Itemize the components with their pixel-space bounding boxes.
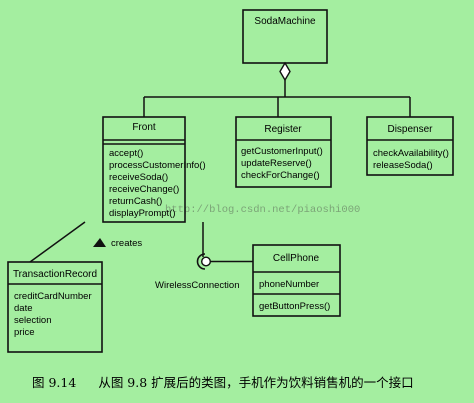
operation: getButtonPress() [259, 301, 330, 312]
attribute: price [14, 327, 35, 338]
class-register: Register getCustomerInput() updateReserv… [235, 116, 332, 188]
attribute: phoneNumber [259, 279, 319, 290]
operation: updateReserve() [241, 158, 312, 169]
figure-number: 图 9.14 [32, 375, 77, 390]
operation: checkAvailability() [373, 148, 449, 159]
wireless-connection-label: WirelessConnection [155, 280, 239, 291]
interface-socket [196, 253, 206, 270]
operation: displayPrompt() [109, 208, 176, 219]
caption-text: 从图 9.8 扩展后的类图，手机作为饮料销售机的一个接口 [98, 375, 414, 390]
creates-direction-arrow [93, 238, 106, 247]
operation: receiveChange() [109, 184, 179, 195]
operation: returnCash() [109, 196, 162, 207]
watermark: http://blog.csdn.net/piaoshi000 [165, 204, 360, 216]
aggregation-diamond [279, 61, 291, 82]
class-name: TransactionRecord [13, 269, 97, 280]
operation: receiveSoda() [109, 172, 168, 183]
attribute: date [14, 303, 33, 314]
class-name: Dispenser [387, 124, 433, 135]
class-transaction-record: TransactionRecord creditCardNumber date … [7, 261, 103, 353]
class-cell-phone: CellPhone phoneNumber getButtonPress() [252, 244, 341, 317]
operation: accept() [109, 148, 143, 159]
operation: checkForChange() [241, 170, 320, 181]
figure-caption: 图 9.14 从图 9.8 扩展后的类图，手机作为饮料销售机的一个接口 [32, 372, 414, 391]
class-dispenser: Dispenser checkAvailability() releaseSod… [366, 116, 454, 176]
attribute: creditCardNumber [14, 291, 92, 302]
interface-lollipop [200, 256, 211, 267]
operation: processCustomerInfo() [109, 160, 206, 171]
creates-association: creates [29, 221, 142, 263]
class-name: CellPhone [273, 253, 320, 264]
class-name: SodaMachine [254, 16, 316, 27]
attribute: selection [14, 315, 52, 326]
wireless-connection-interface: WirelessConnection [155, 222, 253, 291]
class-name: Front [132, 122, 156, 133]
class-name: Register [264, 124, 302, 135]
operation: getCustomerInput() [241, 146, 323, 157]
creates-label: creates [111, 238, 142, 249]
aggregation-connector [143, 61, 411, 117]
class-front: Front accept() processCustomerInfo() rec… [102, 116, 206, 223]
operation: releaseSoda() [373, 160, 433, 171]
class-soda-machine: SodaMachine [242, 9, 328, 64]
